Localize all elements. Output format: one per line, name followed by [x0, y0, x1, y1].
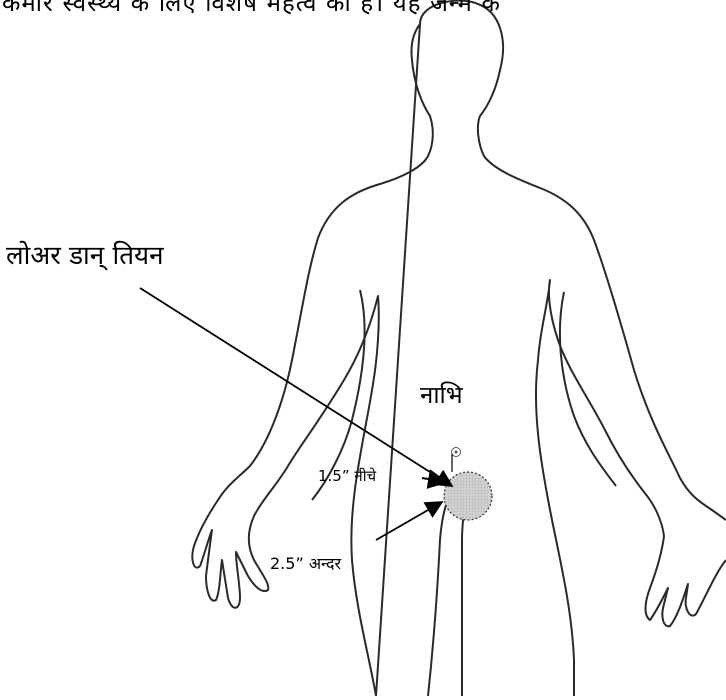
- distance-below-label: 1.5” नीचे: [318, 466, 376, 486]
- header-text: कमार स्वस्थ्य के लिए विशेष महत्व का है। …: [2, 0, 501, 19]
- lower-dantian-circle: [444, 472, 492, 520]
- body-outline: [192, 1, 726, 696]
- navel-dot: [455, 451, 458, 454]
- pointer-line-main: [140, 288, 452, 486]
- navel-label: नाभि: [420, 378, 463, 411]
- distance-inside-label: 2.5” अन्दर: [270, 552, 341, 574]
- right-arm-inner-contour: [560, 292, 616, 486]
- lower-dantian-label: लोअर डान् तियन: [6, 236, 164, 272]
- pointer-line-inside: [376, 502, 442, 540]
